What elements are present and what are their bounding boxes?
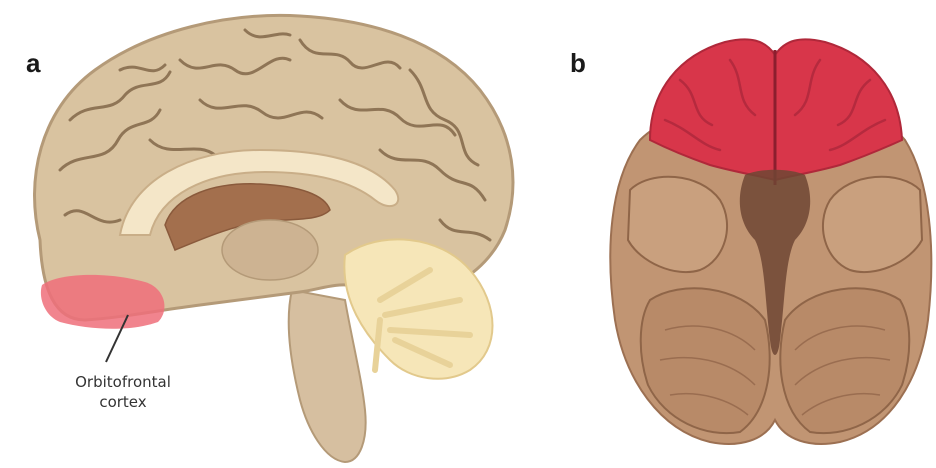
orbitofrontal-cortex-label: Orbitofrontal cortex bbox=[48, 372, 198, 412]
right-temporal-lobe bbox=[823, 177, 922, 272]
ventral-brain-specimen bbox=[610, 39, 931, 444]
thalamus bbox=[222, 220, 318, 280]
callout-line-1: Orbitofrontal bbox=[48, 372, 198, 392]
brainstem bbox=[289, 290, 366, 462]
panel-label-a: a bbox=[26, 48, 40, 79]
callout-line-2: cortex bbox=[48, 392, 198, 412]
orbitofrontal-region bbox=[41, 275, 165, 329]
left-temporal-lobe bbox=[628, 177, 727, 272]
panel-label-b: b bbox=[570, 48, 586, 79]
